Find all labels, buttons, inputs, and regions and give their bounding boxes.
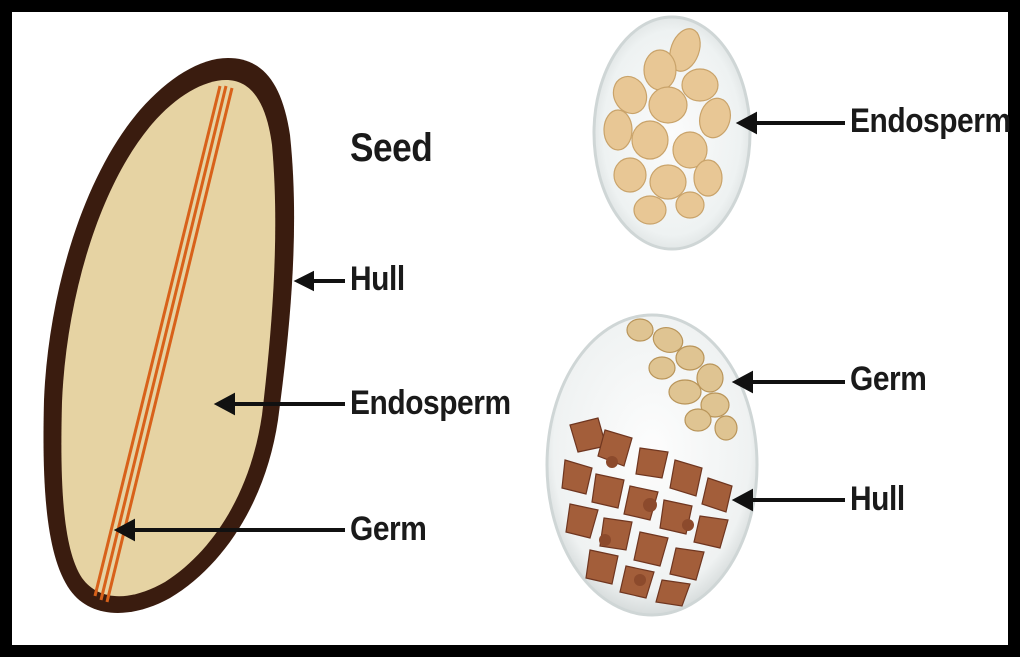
diagram-title: Seed (350, 126, 432, 171)
photo-label-endosperm: Endosperm (850, 102, 1011, 141)
seed-label-hull: Hull (350, 260, 405, 299)
endosperm-dish (594, 17, 750, 249)
seed-label-germ: Germ (350, 510, 426, 549)
germ-hull-dish (547, 315, 757, 615)
arrow-hull-head (298, 274, 312, 288)
seed-label-endosperm: Endosperm (350, 384, 511, 423)
photo-label-germ: Germ (850, 360, 926, 399)
photo-label-hull: Hull (850, 480, 905, 519)
